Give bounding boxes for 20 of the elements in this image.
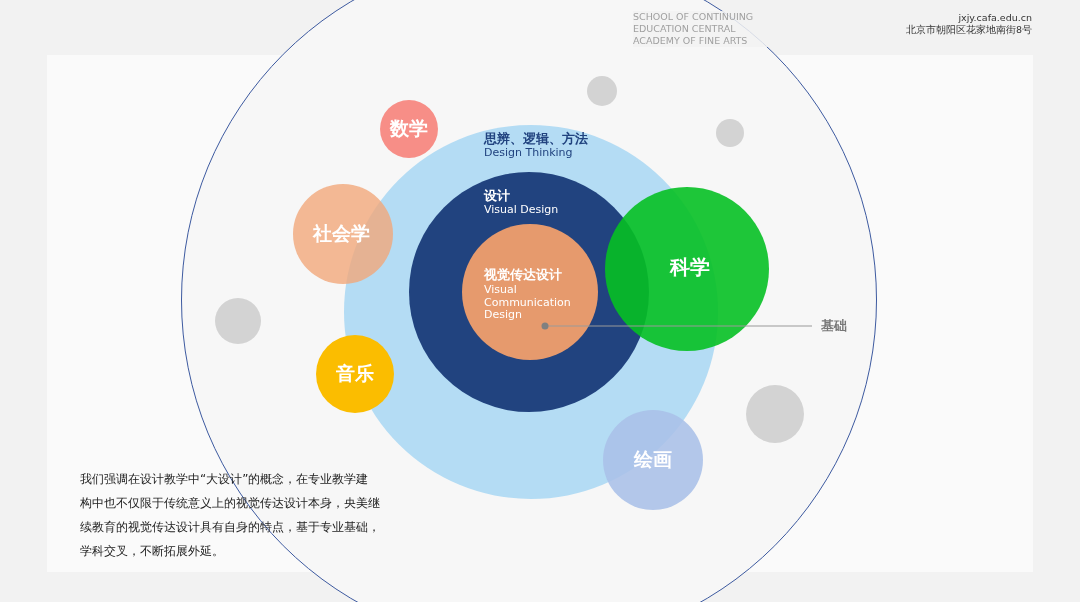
circle-label: 数学: [390, 118, 428, 140]
circle-subtitle: Visual Design: [484, 204, 559, 217]
topic-circle: [380, 100, 438, 158]
circle-label: 音乐: [336, 363, 374, 385]
circle-label: 科学: [670, 255, 710, 279]
circle-label: 社会学: [312, 223, 370, 245]
circle-heading: 思辨、逻辑、方法: [484, 132, 588, 147]
circle-label: 绘画: [634, 449, 672, 471]
circle-heading: 视觉传达设计: [484, 268, 562, 283]
small-circle: [716, 119, 744, 147]
description-paragraph: 我们强调在设计教学中“大设计”的概念，在专业教学建构中也不仅限于传统意义上的视觉传达设计本身，央美继续教育的视觉传达设计具有自身的特点，基于专业基础，学科交叉，不断拓展外延。: [80, 471, 380, 560]
small-circle: [215, 298, 261, 344]
website-address: jxjy.cafa.edu.cn: [957, 12, 1032, 24]
circle-subtitle: Visual Communication Design: [484, 284, 572, 322]
postal-address: 北京市朝阳区花家地南街8号: [904, 24, 1032, 36]
circle-subtitle: Design Thinking: [484, 147, 573, 160]
leader-line: [541, 322, 813, 330]
small-circle: [587, 76, 617, 106]
callout-label: 基础: [821, 319, 847, 334]
circle-heading: 设计: [484, 189, 510, 204]
